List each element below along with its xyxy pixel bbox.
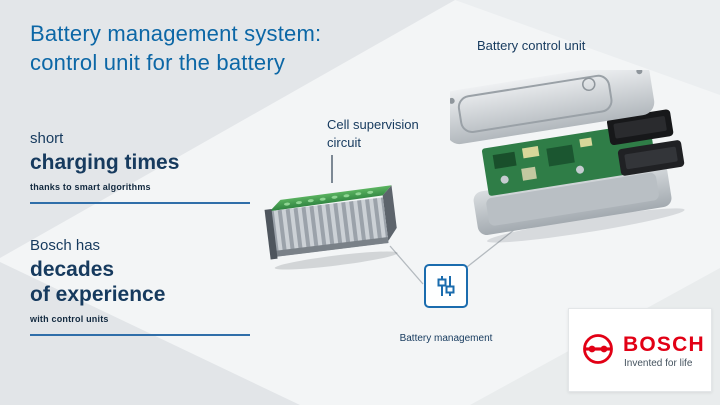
page-title: Battery management system: control unit …	[30, 20, 321, 77]
fact-intro: Bosch has	[30, 237, 101, 254]
bosch-wordmark: BOSCH	[623, 333, 705, 356]
fact-note: with control units	[30, 314, 109, 325]
battery-management-icon	[424, 264, 468, 308]
divider-line	[30, 202, 250, 204]
cell-supervision-pointer-line	[331, 155, 333, 183]
title-line2: control unit for the battery	[30, 49, 286, 75]
fact-headline-line2: of experience	[30, 283, 166, 307]
cell-supervision-label: Cell supervision circuit	[327, 116, 419, 152]
fact-headline-line1: decades	[30, 258, 115, 281]
control-unit-illustration	[450, 70, 685, 243]
fact-intro: short	[30, 130, 64, 147]
battery-pack-illustration	[264, 185, 398, 270]
sliders-icon	[437, 276, 455, 296]
title-line1: Battery management system:	[30, 21, 322, 46]
battery-management-label: Battery management	[399, 333, 493, 344]
battery-control-unit-label: Battery control unit	[477, 38, 586, 53]
fact-note: thanks to smart algorithms	[30, 182, 151, 193]
divider-line	[30, 334, 250, 336]
bosch-armature-icon	[583, 334, 613, 364]
fact-headline: charging times	[30, 151, 180, 174]
fact-experience: Bosch has decades of experience with con…	[30, 237, 250, 336]
bosch-tagline: Invented for life	[624, 358, 693, 369]
cell-supervision-line2: circuit	[327, 135, 361, 151]
bosch-logo: BOSCH Invented for life	[568, 308, 712, 392]
fact-charging-times: short charging times thanks to smart alg…	[30, 130, 250, 204]
cell-supervision-line1: Cell supervision	[327, 117, 419, 132]
